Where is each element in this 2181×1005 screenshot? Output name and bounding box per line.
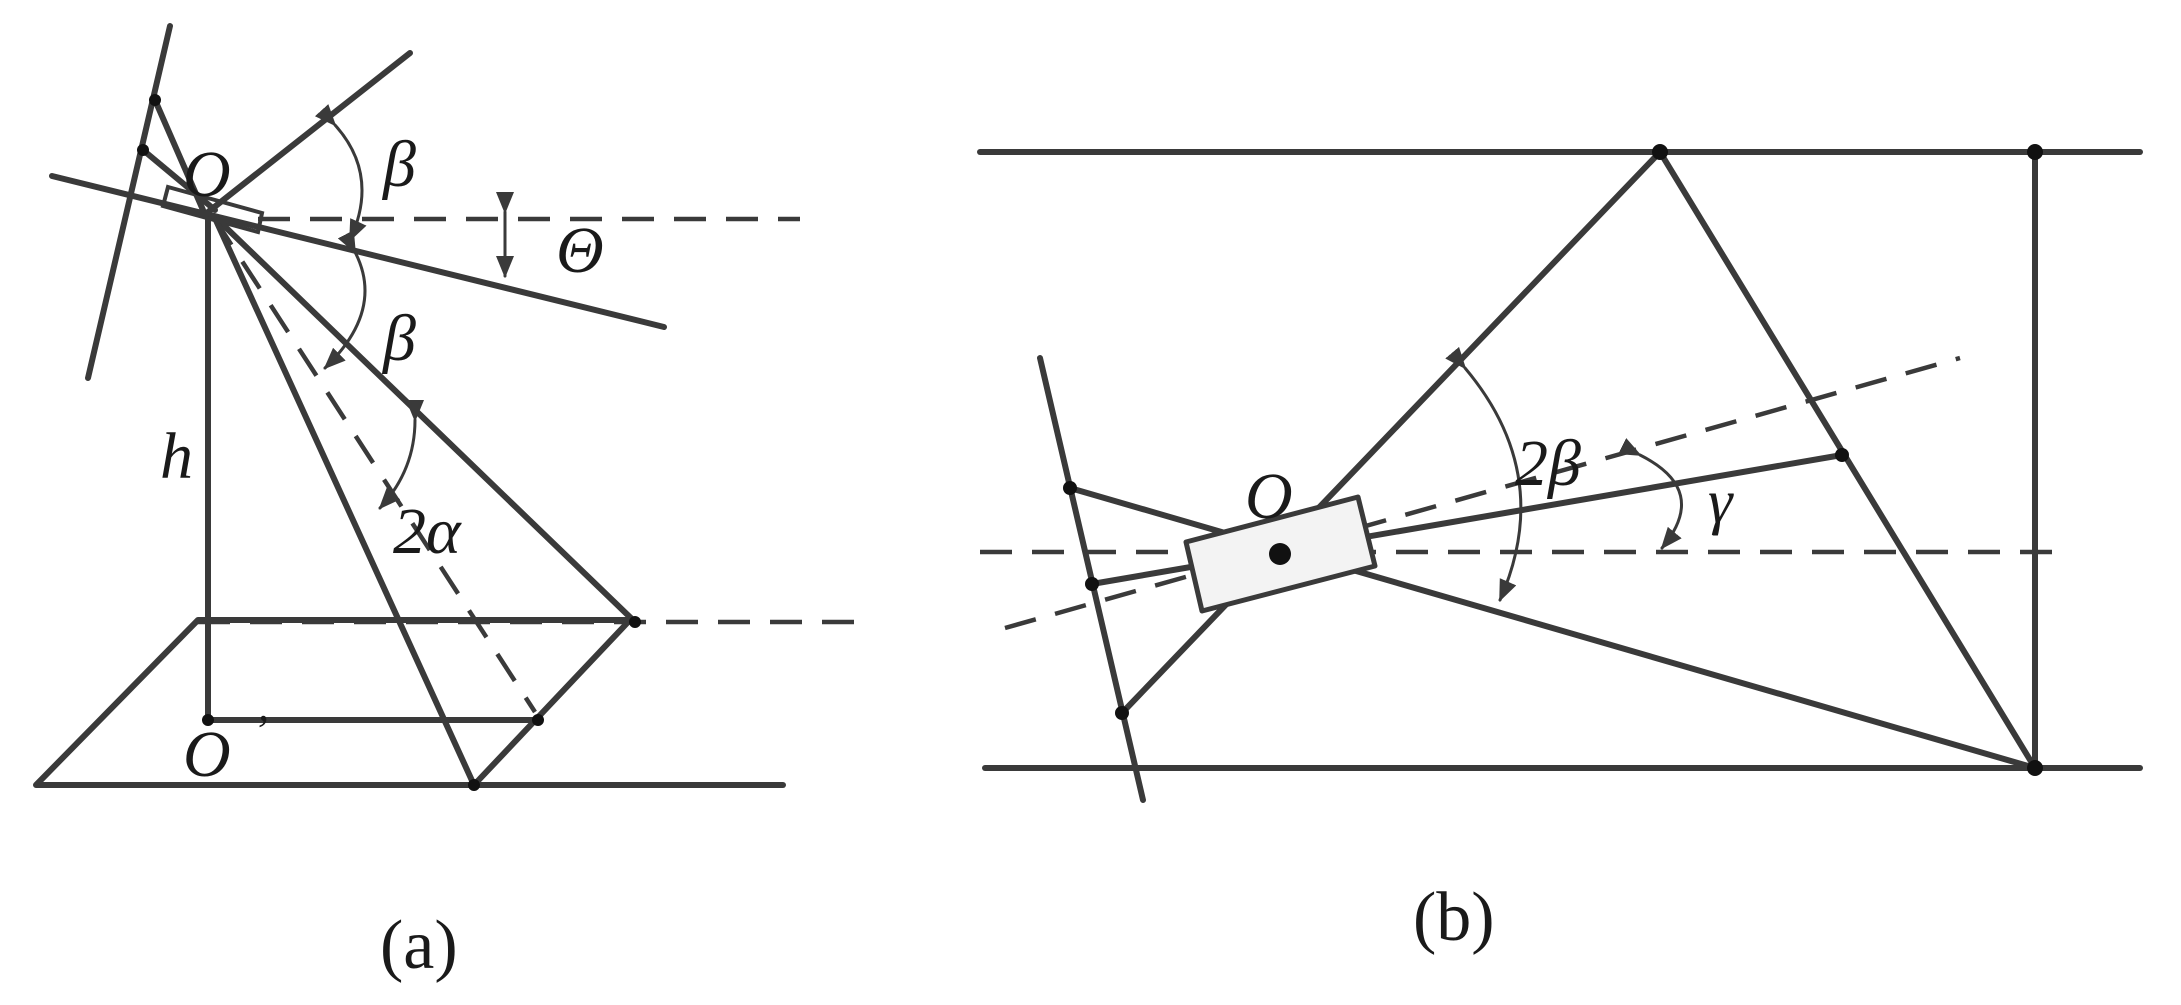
label-beta-upper: β — [381, 128, 416, 201]
short-ray-b — [140, 147, 218, 213]
lower-fov-boundary — [211, 213, 638, 625]
caption-b: (b) — [1413, 879, 1495, 956]
point — [1115, 706, 1129, 720]
point — [532, 714, 544, 726]
label-two-alpha: 2α — [393, 495, 462, 568]
label-prime-mark: ’ — [253, 706, 268, 755]
label-origin-top: O — [183, 138, 231, 211]
caption-a: (a) — [380, 907, 458, 984]
label-origin: O — [1245, 460, 1293, 533]
center-ray-dashed — [212, 216, 537, 714]
point — [468, 779, 480, 791]
point — [1085, 577, 1099, 591]
sensor-box — [160, 184, 265, 235]
point — [2027, 760, 2043, 776]
tilted-line-left — [85, 23, 173, 381]
beta-lower-arc — [323, 230, 367, 370]
two-alpha-arc — [378, 399, 425, 510]
point — [2027, 144, 2043, 160]
label-origin-bottom: O — [183, 718, 231, 791]
inner-fov-ray — [211, 213, 477, 788]
point — [1652, 144, 1668, 160]
point — [629, 616, 641, 628]
point — [1063, 481, 1077, 495]
fov-far-edge — [1657, 149, 2038, 771]
beta-upper-arc — [314, 104, 367, 242]
sloped-axis-dashed — [1004, 355, 1961, 631]
label-gamma: γ — [1708, 468, 1734, 536]
label-beta-lower: β — [381, 302, 416, 375]
optical-axis-tilted — [49, 173, 667, 330]
label-height: h — [160, 420, 193, 493]
point-o-prime — [202, 714, 214, 726]
point — [149, 94, 161, 106]
gamma-arc — [1618, 437, 1684, 550]
fov-upper-ray — [1119, 149, 1663, 716]
two-beta-arc — [1445, 346, 1523, 602]
point — [1835, 448, 1849, 462]
panel-b: O 2β γ (b) — [977, 144, 2143, 956]
label-two-beta: 2β — [1515, 427, 1581, 500]
ground-plane — [33, 617, 633, 788]
upper-fov-boundary — [205, 50, 413, 215]
point — [137, 144, 149, 156]
point-origin — [1269, 543, 1291, 565]
panel-a: O β Θ β h 2α O ’ (a) — [33, 23, 860, 984]
label-theta: Θ — [556, 214, 604, 287]
